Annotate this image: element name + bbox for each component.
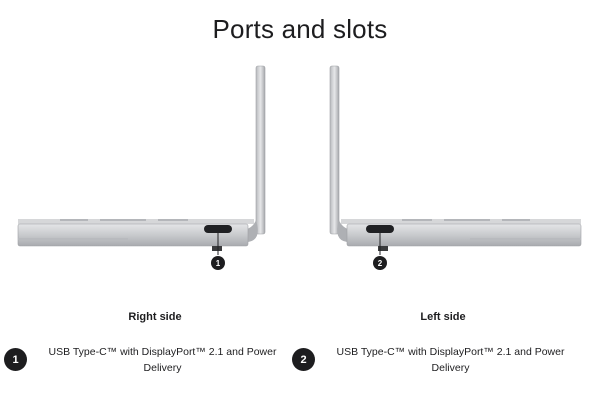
left-side-heading: Left side — [420, 311, 466, 323]
page-title: Ports and slots — [212, 14, 388, 44]
port-list-item-left: 2 USB Type-C™ with DisplayPort™ 2.1 and … — [292, 344, 582, 376]
right-laptop-foot — [212, 246, 222, 251]
right-side-laptop-view: 1 — [17, 65, 266, 270]
left-laptop-keyboard-deck — [341, 219, 581, 224]
usb-c-port-left — [366, 225, 394, 233]
number-badge-2: 2 — [292, 348, 315, 371]
left-laptop-lid — [329, 65, 340, 235]
usb-c-port-right — [204, 225, 232, 233]
port-description-right: USB Type-C™ with DisplayPort™ 2.1 and Po… — [48, 346, 277, 374]
number-badge-1: 1 — [4, 348, 27, 371]
right-laptop-keyboard-deck — [18, 219, 254, 224]
left-laptop-foot — [378, 246, 388, 251]
right-side-heading: Right side — [128, 311, 182, 323]
right-laptop-lid — [255, 65, 266, 235]
left-side-laptop-view: 2 — [329, 65, 582, 270]
callout-badge-1 — [211, 256, 225, 270]
callout-number-1: 1 — [216, 259, 221, 268]
callout-number-2: 2 — [378, 259, 383, 268]
port-list-item-right: 1 USB Type-C™ with DisplayPort™ 2.1 and … — [4, 344, 294, 376]
right-laptop-base — [17, 223, 249, 247]
left-laptop-base — [346, 223, 582, 247]
callout-badge-2 — [373, 256, 387, 270]
port-description-left: USB Type-C™ with DisplayPort™ 2.1 and Po… — [336, 346, 565, 374]
laptop-side-views-illustration: 1 2 — [17, 65, 582, 270]
